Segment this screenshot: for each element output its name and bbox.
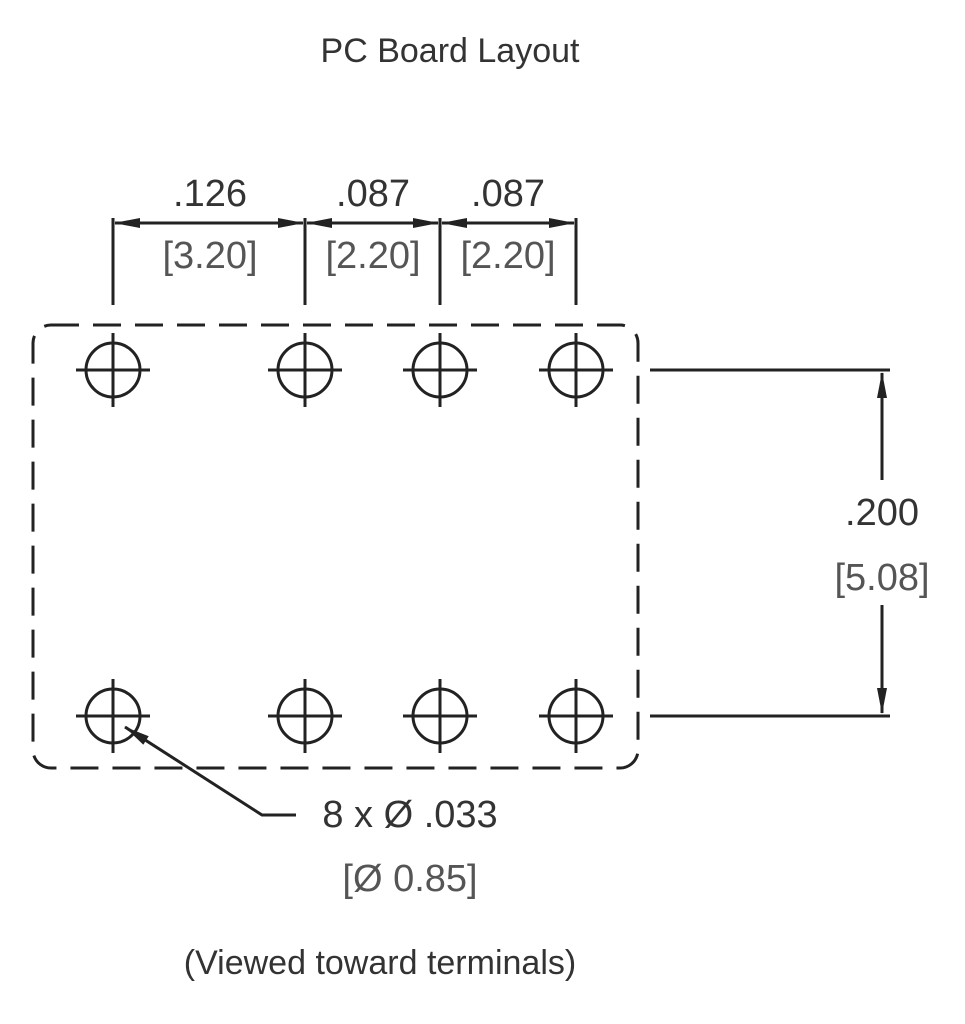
pitch-2-mm: [2.20] (325, 235, 420, 277)
hole-top-3 (403, 333, 477, 407)
pitch-2-inch: .087 (336, 173, 410, 215)
holes (76, 333, 613, 753)
pitch-3-mm: [2.20] (460, 235, 555, 277)
hole-top-1 (76, 333, 150, 407)
row-spacing-mm: [5.08] (834, 557, 929, 599)
hole-bottom-4 (539, 679, 613, 753)
hole-bottom-3 (403, 679, 477, 753)
extension-lines-right (650, 368, 890, 718)
hole-callout-mm: [Ø 0.85] (342, 858, 477, 900)
hole-bottom-1 (76, 679, 150, 753)
page-title: PC Board Layout (320, 32, 580, 70)
hole-callout-inch: 8 x Ø .033 (322, 794, 497, 836)
pitch-1-mm: [3.20] (162, 235, 257, 277)
hole-bottom-2 (268, 679, 342, 753)
hole-top-2 (268, 333, 342, 407)
hole-leader-line (124, 725, 296, 817)
extension-lines-top (111, 218, 578, 305)
view-note: (Viewed toward terminals) (183, 944, 577, 982)
row-spacing-inch: .200 (845, 492, 919, 534)
package-outline (31, 323, 640, 770)
pitch-1-inch: .126 (173, 173, 247, 215)
pitch-3-inch: .087 (471, 173, 545, 215)
hole-top-4 (539, 333, 613, 407)
